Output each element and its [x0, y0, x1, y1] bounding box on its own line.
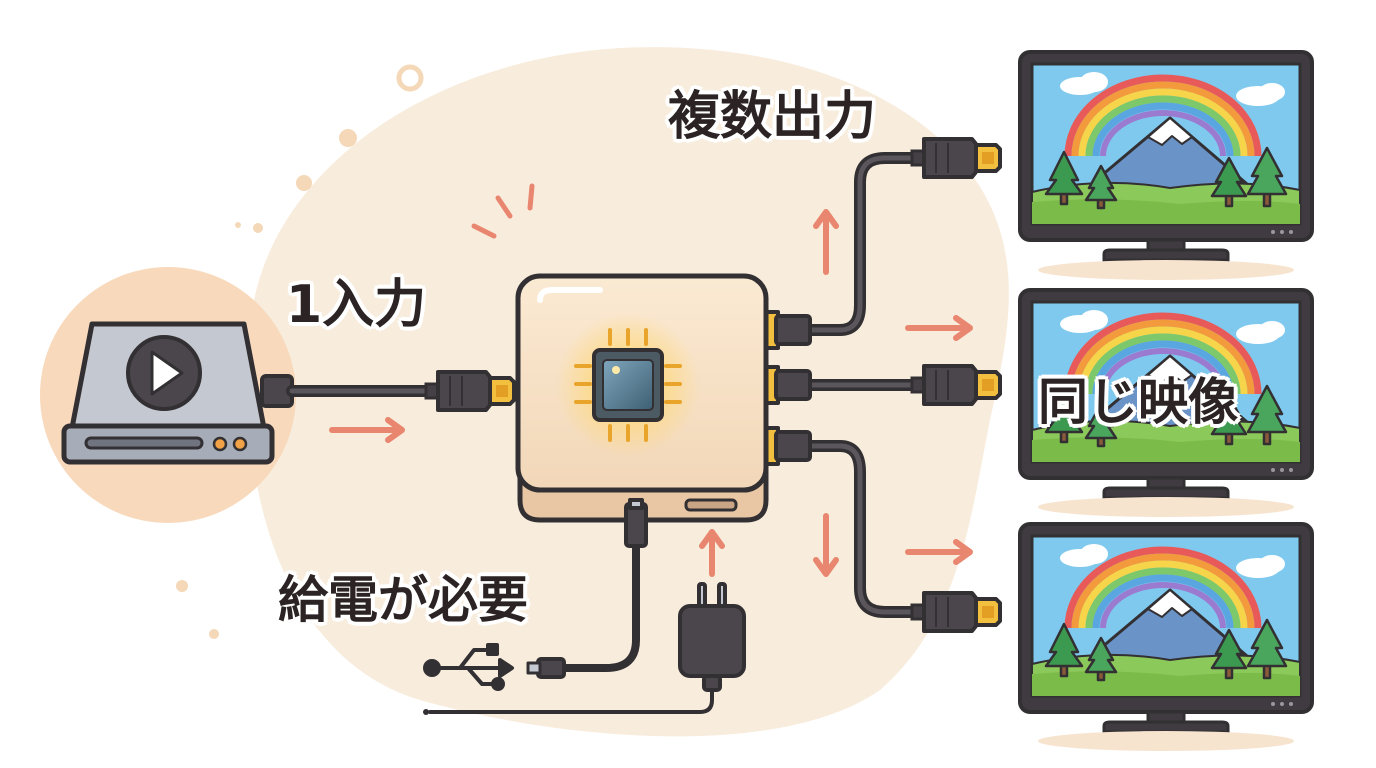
usb-plug-icon: [526, 498, 648, 679]
arrow-up-icon: [813, 209, 839, 275]
usb-icon: [423, 643, 514, 691]
input-hdmi-cable-icon: [260, 370, 516, 412]
monitor-shadow-3: [1038, 731, 1294, 751]
monitor-shadow-1: [1038, 260, 1294, 280]
arrow-power-icon: [699, 529, 725, 577]
output-plug-3-icon: [910, 591, 1002, 633]
output-plug-1-icon: [910, 137, 1002, 179]
hdmi-splitter-icon: [471, 183, 769, 523]
output-label: 複数出力: [668, 87, 877, 147]
decorative-dots: [176, 64, 424, 639]
splitter-output-ports: [762, 310, 812, 466]
power-adapter-icon: [678, 582, 746, 692]
same-image-label: 同じ映像: [1038, 373, 1238, 431]
power-label: 給電が必要: [278, 571, 528, 629]
chip-icon: [574, 328, 682, 442]
arrow-icons: [329, 209, 973, 577]
tv-monitor-3-icon: [1020, 524, 1312, 732]
arrow-input-icon: [329, 417, 405, 443]
media-player-icon: [61, 321, 275, 465]
output-plug-2-icon: [910, 364, 1002, 406]
output-hdmi-cables: [800, 152, 922, 618]
arrow-down-icon: [813, 513, 839, 577]
play-icon: [126, 335, 202, 411]
power-cable: [423, 536, 714, 715]
sparkle-marks: [471, 183, 535, 239]
tv-monitor-1-icon: [1020, 52, 1312, 260]
arrow-right-1-icon: [905, 315, 973, 341]
arrow-right-2-icon: [905, 539, 973, 565]
input-label: 1入力: [286, 275, 427, 335]
monitor-shadow-2: [1038, 497, 1294, 517]
